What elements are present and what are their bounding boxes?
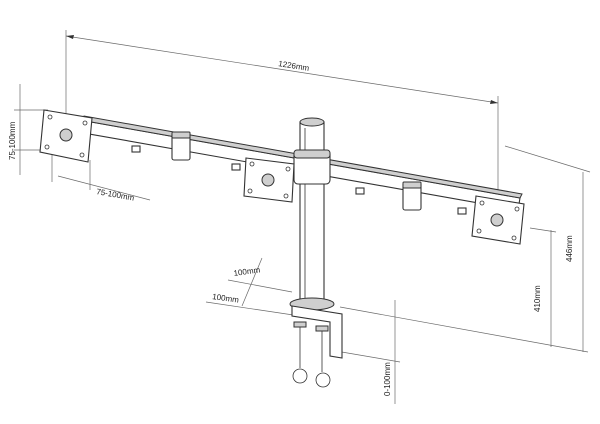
vesa-hole-3 <box>44 144 50 150</box>
vesa-hole-8 <box>283 193 289 199</box>
vesa-hole-12 <box>511 235 517 241</box>
cable-clip-4 <box>457 207 467 215</box>
vesa-hole-4 <box>79 152 85 158</box>
cable-clip-3 <box>355 187 365 195</box>
centre-hub-top <box>293 149 331 159</box>
vesa-hole-11 <box>476 228 482 234</box>
clamp-handle-left <box>292 368 308 384</box>
arm-height-extension <box>529 227 557 233</box>
base-height-extension <box>339 306 589 353</box>
cable-clip-1 <box>131 145 141 153</box>
arm-joint-left-cap <box>171 131 191 139</box>
vertical-pole <box>293 117 331 308</box>
clamp-handle-right <box>315 372 331 388</box>
vesa-hole-7 <box>247 188 253 194</box>
clamp-width-line <box>205 301 301 317</box>
width-label: 1226mm <box>278 59 310 73</box>
vesa-plate-centre <box>243 157 295 203</box>
vesa-hole-9 <box>479 200 485 206</box>
width-dimension: 1226mm <box>65 30 499 192</box>
clamp-pad-left <box>293 321 307 328</box>
arm-height-label: 410mm <box>533 285 542 312</box>
vesa-vertical-label: 75-100mm <box>8 121 17 160</box>
width-dimension-line <box>65 35 499 104</box>
arm-joint-right-cap <box>402 181 422 189</box>
clamp-depth-line <box>227 279 293 293</box>
total-height-label: 446mm <box>565 235 574 262</box>
clamp-range-label: 0-100mm <box>383 362 392 396</box>
vesa-plate-right <box>471 195 525 245</box>
vesa-hole-5 <box>249 161 255 167</box>
pole-top-cap <box>299 117 325 127</box>
clamp-bracket <box>291 305 343 359</box>
clamp-footprint-dimensions: 100mm 100mm <box>205 257 301 317</box>
vesa-plate-right-hub <box>490 213 504 227</box>
vesa-hole-2 <box>82 120 88 126</box>
vesa-horizontal-label: 75-100mm <box>96 187 136 203</box>
width-arrow-left <box>66 35 74 39</box>
cable-clip-2 <box>231 163 241 171</box>
vesa-hole-1 <box>47 114 53 120</box>
top-height-extension <box>504 145 591 173</box>
clamp-width-label: 100mm <box>212 292 240 305</box>
vesa-plate-centre-hub <box>261 173 275 187</box>
clamp-depth-extension <box>241 257 263 307</box>
width-arrow-right <box>490 100 498 104</box>
clamp-depth-label: 100mm <box>233 265 261 278</box>
vesa-plate-left <box>39 109 93 163</box>
vesa-hole-6 <box>285 166 291 172</box>
vesa-hole-10 <box>514 206 520 212</box>
desk-clamp <box>289 297 343 388</box>
vesa-plate-left-hub <box>59 128 73 142</box>
height-dimensions: 446mm 410mm <box>339 145 591 353</box>
vesa-horizontal-line <box>57 175 151 201</box>
clamp-pad-right <box>315 325 329 332</box>
